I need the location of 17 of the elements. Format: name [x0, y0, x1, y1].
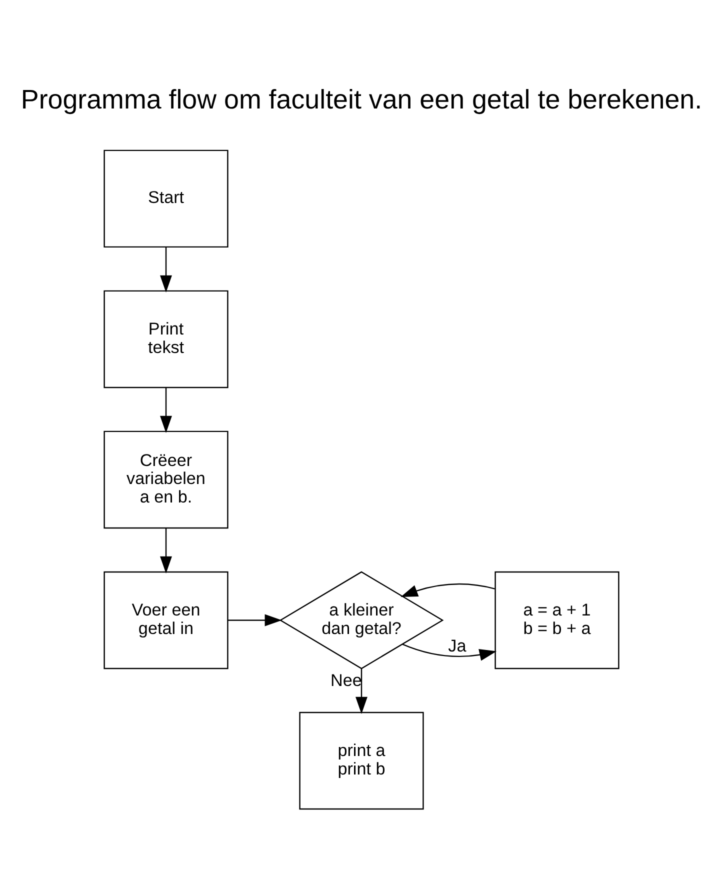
arrow	[355, 668, 367, 714]
arrow	[400, 582, 494, 596]
arrow	[160, 387, 172, 432]
node-box: Start	[103, 149, 228, 248]
node-box: Voer een getal in	[103, 570, 228, 669]
node-box: a = a + 1 b = b + a	[494, 570, 619, 669]
edge-label: Nee	[330, 670, 362, 690]
arrow	[160, 246, 172, 292]
edge-label: Ja	[448, 636, 466, 655]
node-box: print a print b	[298, 711, 424, 810]
diagram-title: Programma flow om faculteit van een getal te berekenen.	[20, 84, 702, 114]
node-box: Crëeer variabelen a en b.	[103, 430, 228, 528]
arrow	[227, 614, 282, 626]
arrow	[160, 528, 172, 573]
node-diamond: a kleiner dan getal?	[278, 570, 444, 669]
node-box: Print tekst	[103, 290, 228, 388]
arrow	[402, 643, 496, 660]
